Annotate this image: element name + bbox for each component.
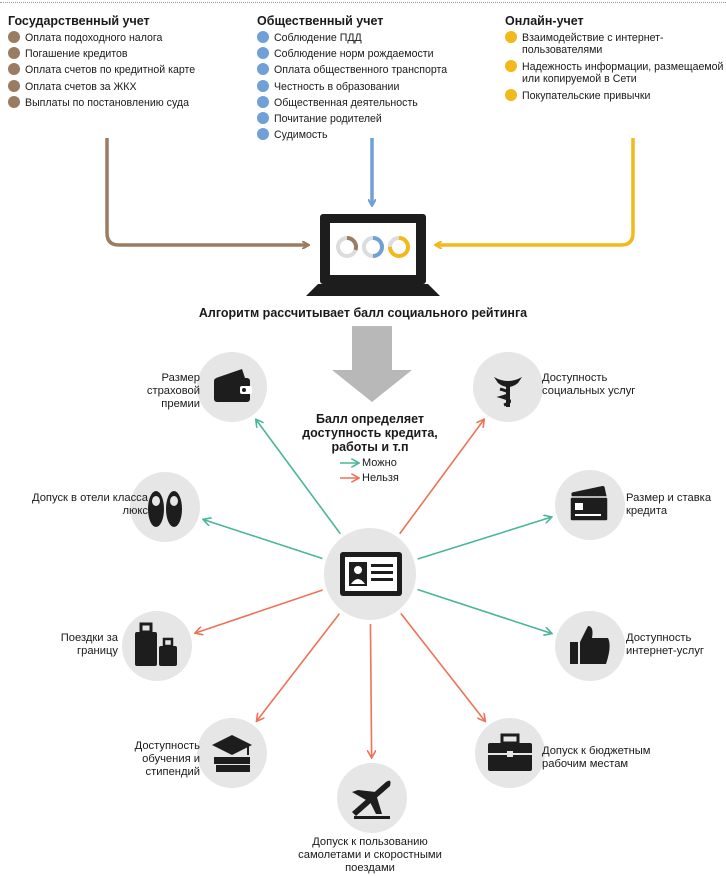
slippers-icon	[130, 472, 200, 542]
legend-denied: Нельзя	[362, 472, 399, 484]
outcome-arrow	[256, 420, 341, 535]
bullet-dot	[8, 95, 20, 108]
bullet-dot	[505, 60, 517, 72]
bullet-dot	[505, 31, 517, 43]
outcome-icons	[122, 352, 625, 833]
outcome-arrow	[204, 520, 323, 560]
credit-card-icon	[555, 470, 625, 540]
list-item: Почитание родителей	[257, 111, 487, 125]
list-item: Надежность информации, размещаемой или к…	[505, 60, 725, 85]
bullet-dot	[257, 47, 269, 60]
outcome-arrows	[196, 420, 551, 757]
laptop-icon	[306, 214, 440, 296]
bullet-dot	[257, 79, 269, 92]
luggage-icon	[122, 611, 192, 681]
id-card-icon	[324, 528, 416, 620]
airplane-icon	[337, 763, 407, 833]
list-item: Оплата подоходного налога	[8, 31, 228, 44]
outcome-label: Допуск к пользованию самолетами и скорос…	[298, 836, 442, 874]
outcome-label: Допуск в отели класса люкс	[32, 492, 148, 517]
column-social: Общественный учет Соблюдение ПДД Соблюде…	[257, 14, 487, 145]
top-dotted-divider	[0, 2, 726, 3]
outcome-label: Доступность обучения и стипендий	[134, 740, 200, 778]
outcome-arrow	[196, 589, 323, 633]
bullet-dot	[257, 128, 269, 141]
list-item: Выплаты по постановлению суда	[8, 95, 228, 109]
bullet-dot	[8, 79, 20, 92]
bullet-dot	[505, 89, 517, 101]
column-title: Государственный учет	[8, 14, 150, 28]
outcome-arrow	[370, 623, 371, 757]
bullet-dot	[8, 31, 20, 43]
gov-input-arrow	[105, 138, 308, 245]
bullet-dot	[257, 31, 269, 43]
outcome-label: Размер страховой премии	[146, 372, 200, 410]
score-explanation: Балл определяет доступность кредита, раб…	[302, 412, 438, 454]
wallet-icon	[197, 352, 267, 422]
bullet-dot	[8, 63, 20, 76]
column-government: Государственный учет Оплата подоходного …	[8, 14, 228, 113]
outcome-arrow	[417, 517, 551, 560]
outcome-arrow	[417, 588, 552, 634]
column-online: Онлайн-учет Взаимодействие с интернет-по…	[505, 14, 725, 107]
column-title: Онлайн-учет	[505, 14, 584, 28]
outcome-arrow	[399, 420, 484, 535]
list-item: Погашение кредитов	[8, 47, 228, 60]
online-input-arrow	[436, 138, 635, 245]
list-item: Честность в образовании	[257, 79, 487, 93]
list-item: Оплата счетов по кредитной карте	[8, 63, 228, 76]
list-item: Общественная деятельность	[257, 95, 487, 109]
bullet-dot	[8, 47, 20, 60]
bullet-dot	[257, 95, 269, 108]
list-item: Взаимодействие с интернет-пользователями	[505, 31, 725, 56]
list-item: Соблюдение ПДД	[257, 31, 487, 44]
outcome-label: Доступность интернет-услуг	[626, 632, 705, 657]
list-item: Оплата общественного транспорта	[257, 63, 487, 76]
big-down-arrow	[332, 326, 412, 402]
column-list: Взаимодействие с интернет-пользователями…	[505, 31, 725, 102]
bullet-dot	[257, 111, 269, 124]
column-list: Соблюдение ПДД Соблюдение норм рождаемос…	[257, 31, 487, 141]
algorithm-caption: Алгоритм рассчитывает балл социального р…	[198, 306, 528, 320]
medicine-icon	[473, 352, 543, 422]
legend-allowed: Можно	[362, 457, 397, 469]
column-list: Оплата подоходного налога Погашение кред…	[8, 31, 228, 109]
briefcase-icon	[475, 718, 545, 788]
list-item: Судимость	[257, 128, 487, 141]
list-item: Оплата счетов за ЖКХ	[8, 79, 228, 93]
outcome-label: Размер и ставка кредита	[626, 492, 712, 517]
graduation-icon	[197, 718, 267, 788]
outcome-arrow	[400, 612, 485, 720]
bullet-dot	[257, 63, 269, 76]
outcome-label: Доступность социальных услуг	[542, 372, 636, 397]
outcome-label: Поездки за границу	[60, 632, 118, 657]
legend: Можно Нельзя	[338, 456, 399, 486]
outcome-label: Допуск к бюджетным рабочим местам	[542, 745, 651, 770]
thumbs-up-icon	[555, 611, 625, 681]
list-item: Покупательские привычки	[505, 89, 725, 102]
outcome-arrow	[257, 613, 341, 721]
list-item: Соблюдение норм рождаемости	[257, 47, 487, 60]
column-title: Общественный учет	[257, 14, 384, 28]
